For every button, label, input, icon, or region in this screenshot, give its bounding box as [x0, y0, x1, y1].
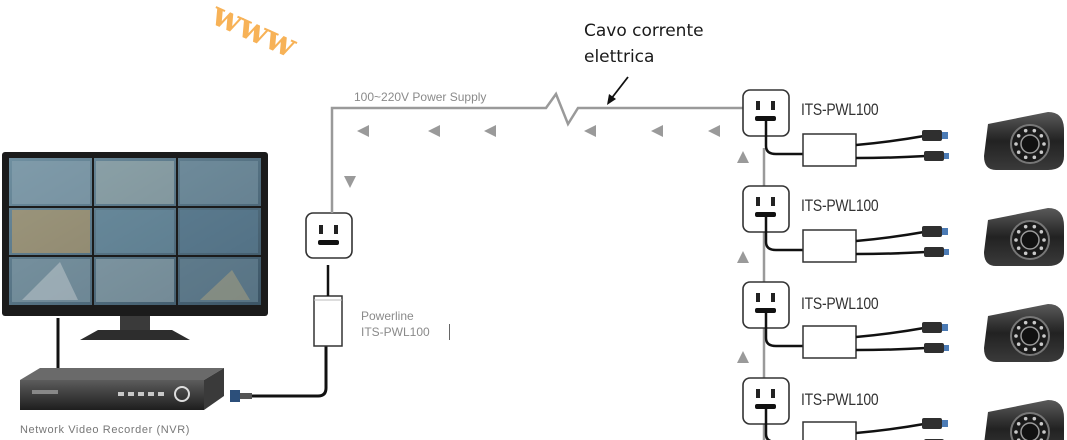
annotation-arrow: [607, 76, 629, 105]
network-jack-icon: [922, 226, 949, 257]
powerline-model-label: ITS-PWL100: [361, 325, 430, 339]
monitor-icon: [2, 152, 268, 372]
cable-annotation-line1: Cavo corrente: [584, 21, 704, 41]
power-socket-icon: [742, 377, 790, 425]
network-jack-icon: [922, 322, 949, 353]
cable-annotation-line2: elettrica: [584, 47, 655, 67]
nvr-icon: [20, 368, 224, 410]
power-socket-icon: [742, 281, 790, 329]
power-cable: [764, 312, 803, 348]
powerline-adapter-icon: [313, 295, 343, 347]
power-socket-icon: [305, 212, 353, 259]
powerline-label: Powerline: [361, 309, 414, 323]
adapter-model-label: ITS-PWL100: [801, 294, 879, 313]
security-camera-icon: [984, 400, 1064, 440]
network-jack-icon: [922, 418, 948, 440]
power-cable: [764, 216, 803, 252]
camera-unit: [742, 89, 1064, 170]
text-cursor: [449, 324, 450, 340]
security-camera-icon: [984, 112, 1064, 170]
adapter-model-label: ITS-PWL100: [801, 196, 879, 215]
powerline-adapter-icon: [802, 133, 857, 167]
power-socket-icon: [742, 89, 790, 137]
ethernet-cable: [252, 344, 328, 398]
power-cable: [764, 120, 803, 156]
network-jack-icon: [230, 390, 252, 402]
adapter-model-label: ITS-PWL100: [801, 100, 879, 119]
adapter-model-label: ITS-PWL100: [801, 390, 879, 409]
powerline-adapter-icon: [802, 325, 857, 359]
nvr-label: Network Video Recorder (NVR): [20, 424, 191, 436]
camera-unit: [742, 185, 1064, 266]
powerline-adapter-icon: [802, 421, 857, 440]
camera-unit: [742, 377, 1064, 440]
network-jack-icon: [922, 130, 949, 161]
security-camera-icon: [984, 208, 1064, 266]
power-cable: [764, 408, 772, 440]
mains-cable: [330, 91, 749, 213]
power-supply-label: 100~220V Power Supply: [354, 90, 487, 104]
camera-unit: [742, 281, 1064, 362]
powerline-adapter-icon: [802, 229, 857, 263]
arrow-icon: [344, 125, 749, 363]
security-camera-icon: [984, 304, 1064, 362]
